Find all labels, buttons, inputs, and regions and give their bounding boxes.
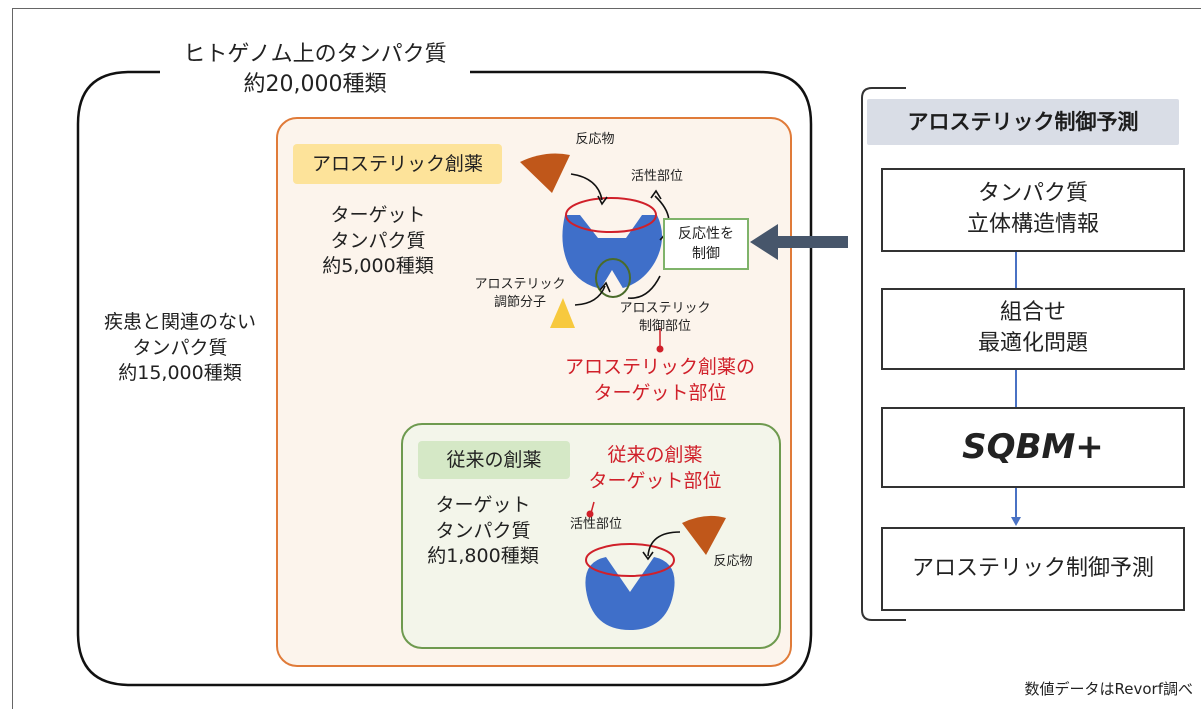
- step-optimization: 組合せ最適化問題: [881, 288, 1185, 370]
- prediction-header: アロステリック制御予測: [867, 99, 1179, 145]
- feedback-arrow-up: [627, 275, 661, 299]
- reactant-arrow: [570, 173, 603, 201]
- allosteric-tag: アロステリック創薬: [293, 144, 502, 184]
- conv-reactant-wedge: [682, 515, 726, 555]
- step-sqbm: SQBM+: [881, 407, 1185, 488]
- step-prediction: アロステリック制御予測: [881, 527, 1185, 611]
- input-arrow: [750, 224, 848, 260]
- allosteric-target-site-label: アロステリック創薬の ターゲット部位: [564, 356, 755, 404]
- allosteric-notch: [600, 270, 624, 290]
- conv-target-pin: [586, 510, 594, 518]
- source-note: 数値データはRevorf調べ: [1024, 680, 1193, 698]
- non-disease-label: 疾患と関連のない タンパク質 約15,000種類: [103, 311, 256, 385]
- active-site-ring: [565, 197, 657, 233]
- control-site-label: アロステリック 制御部位: [619, 301, 711, 334]
- genome-title: ヒトゲノム上のタンパク質 約20,000種類: [183, 42, 447, 97]
- modulator-triangle: [550, 298, 575, 328]
- modulator-label: アロステリック 調節分子: [474, 277, 566, 310]
- conv-reactant-arrow: [647, 531, 681, 557]
- active-site-label: 活性部位: [630, 169, 683, 184]
- modulator-arrow: [574, 285, 606, 306]
- conventional-target-site-label: 従来の創薬 ターゲット部位: [588, 444, 722, 492]
- allosteric-target-pin: [656, 345, 664, 353]
- prediction-bracket: [861, 87, 906, 621]
- conventional-tag: 従来の創薬: [418, 441, 570, 479]
- conventional-protein-shape: [585, 557, 675, 630]
- allosteric-target-count: ターゲット タンパク質 約5,000種類: [322, 204, 434, 278]
- control-site-ring: [595, 258, 631, 298]
- conv-active-site-ring: [585, 543, 675, 577]
- genome-container: [76, 70, 813, 687]
- step-structure: タンパク質立体構造情報: [881, 168, 1185, 252]
- reactant-wedge: [520, 153, 570, 193]
- allosteric-protein-shape: [562, 215, 663, 290]
- conv-reactant-label: 反応物: [713, 554, 753, 569]
- reactant-label: 反応物: [575, 132, 615, 147]
- control-reactivity-box: 反応性を 制御: [663, 218, 749, 270]
- conv-active-site-label: 活性部位: [569, 517, 622, 532]
- conventional-target-count: ターゲット タンパク質 約1,800種類: [427, 494, 539, 568]
- conventional-region: [401, 423, 781, 649]
- image-frame: [12, 8, 1201, 709]
